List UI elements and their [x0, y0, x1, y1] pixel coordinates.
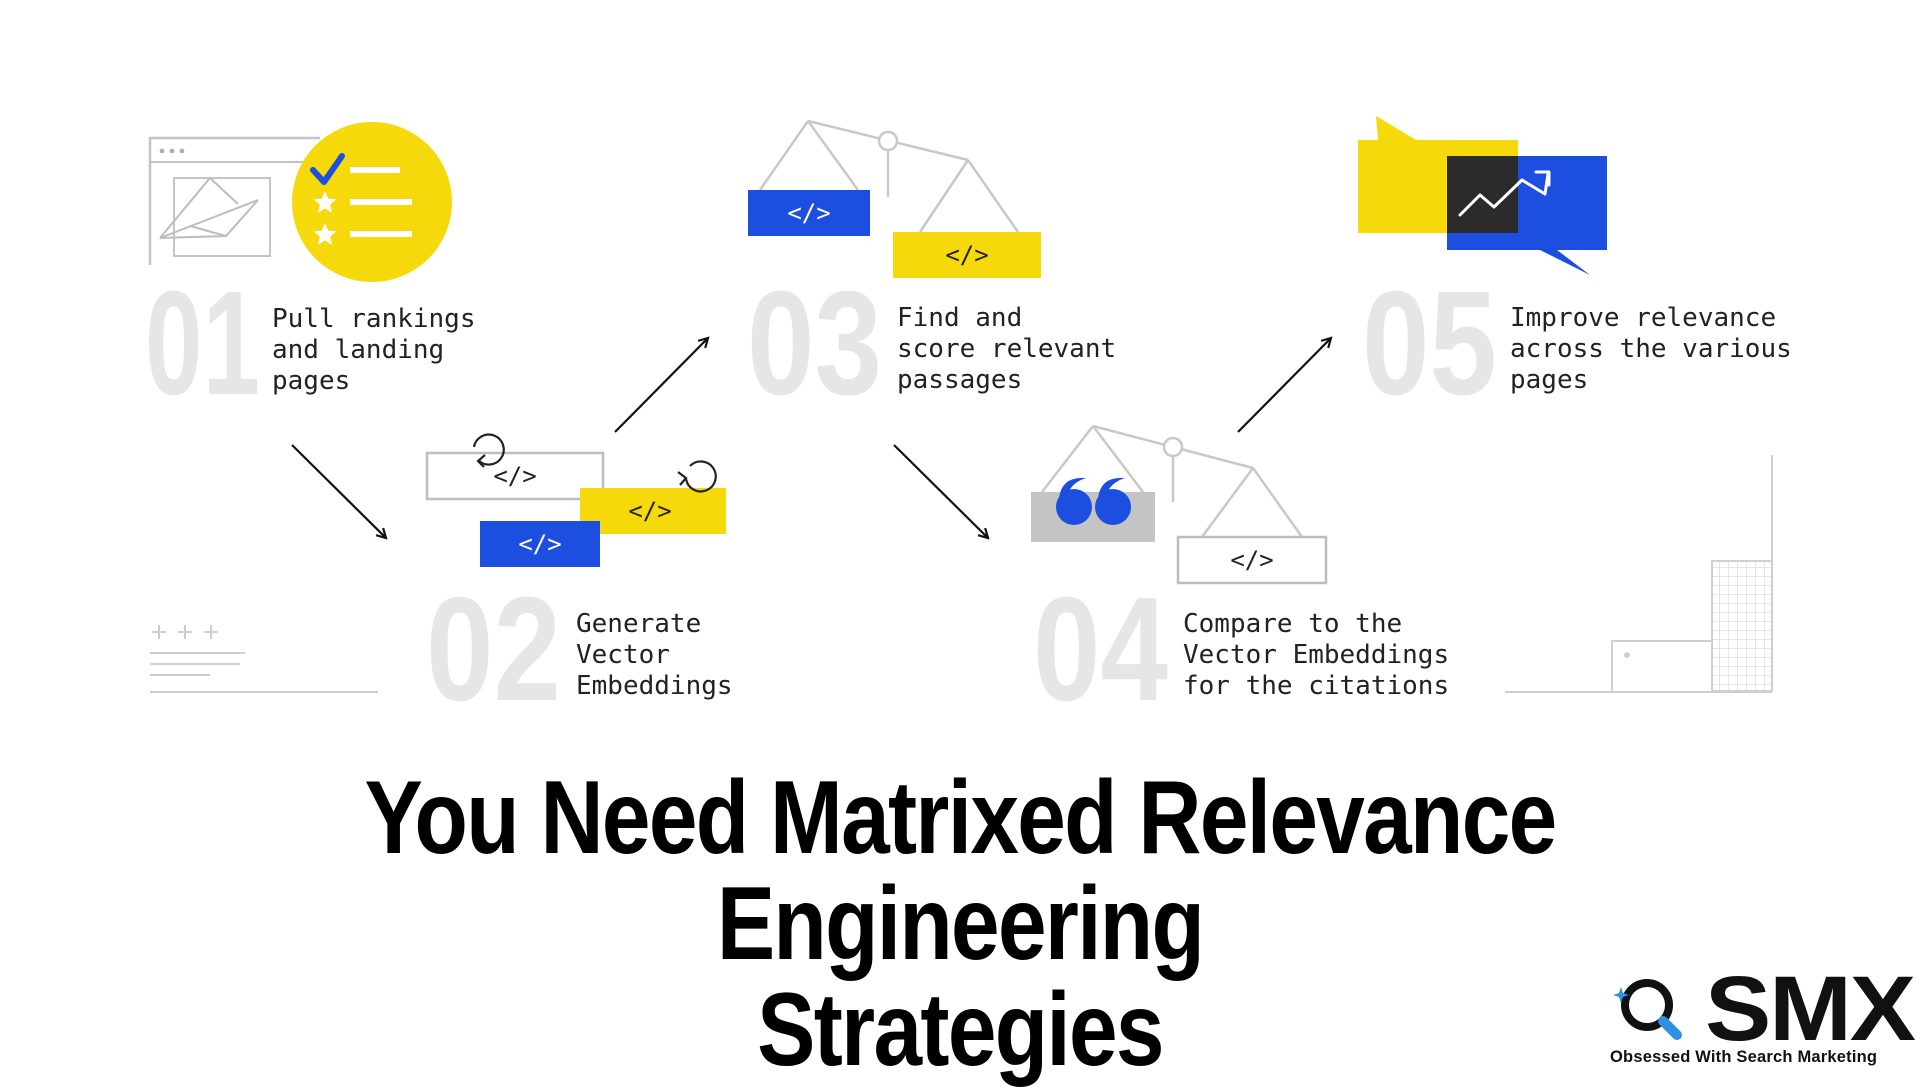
decorative-plus-lines	[150, 625, 378, 693]
svg-text:Vector: Vector	[576, 640, 670, 670]
title-line-2: Strategies	[757, 972, 1164, 1088]
flow-arrow-03-04	[893, 444, 988, 538]
smx-logo: SMX Obsessed With Search Marketing	[1605, 959, 1916, 1073]
check-icon	[310, 153, 345, 185]
flow-arrow-02-03	[614, 338, 708, 433]
svg-text:pages: pages	[272, 366, 350, 396]
svg-text:Compare to the: Compare to the	[1183, 609, 1402, 639]
citation-scale-illustration: </>	[1031, 424, 1328, 585]
decorative-grid-building	[1505, 455, 1773, 693]
flow-arrow-04-05	[1237, 338, 1331, 433]
code-label: </>	[1230, 546, 1273, 574]
svg-text:Embeddings: Embeddings	[576, 671, 733, 701]
code-label: </>	[493, 462, 536, 490]
code-card-blue	[748, 190, 870, 236]
quote-card	[1031, 492, 1155, 542]
embedding-cards-illustration: </> </> </>	[425, 433, 726, 567]
checklist-badge	[292, 122, 452, 282]
process-diagram: 01 02 03 04 05 Pull rankings and landing…	[145, 116, 1792, 732]
paper-plane-icon	[159, 176, 259, 239]
refresh-icon	[677, 460, 717, 493]
code-card-outline	[425, 451, 605, 501]
code-label: </>	[787, 199, 830, 227]
step-03-description: Find and score relevant passages	[897, 303, 1116, 395]
svg-text:Pull rankings: Pull rankings	[272, 304, 476, 334]
step-05-description: Improve relevance across the various pag…	[1510, 303, 1792, 395]
logo-wordmark: SMX	[1705, 958, 1916, 1060]
step-number-02: 02	[426, 567, 561, 732]
code-label: </>	[628, 497, 671, 525]
svg-text:pages: pages	[1510, 365, 1588, 395]
browser-window-illustration	[148, 136, 320, 265]
star-icon	[313, 191, 337, 213]
step-01-description: Pull rankings and landing pages	[272, 304, 476, 396]
svg-text:across the various: across the various	[1510, 334, 1792, 364]
refresh-icon	[472, 433, 505, 468]
svg-text:and landing: and landing	[272, 335, 444, 365]
star-icon	[313, 223, 337, 245]
step-number-03: 03	[747, 261, 882, 426]
trend-up-icon	[1458, 170, 1551, 217]
code-label: </>	[518, 530, 561, 558]
step-04-description: Compare to the Vector Embeddings for the…	[1183, 609, 1449, 701]
quote-icon	[1056, 477, 1131, 525]
chat-trend-illustration	[1358, 116, 1607, 275]
step-02-description: Generate Vector Embeddings	[576, 609, 733, 701]
code-card-yellow	[580, 488, 726, 534]
balance-scale-illustration: </> </>	[748, 119, 1041, 278]
magnifier-icon	[1613, 979, 1682, 1040]
svg-text:Find and: Find and	[897, 303, 1022, 333]
svg-text:Vector Embeddings: Vector Embeddings	[1183, 640, 1449, 670]
svg-text:for the citations: for the citations	[1183, 671, 1449, 701]
svg-text:passages: passages	[897, 365, 1022, 395]
svg-text:Improve relevance: Improve relevance	[1510, 303, 1776, 333]
code-card-blue	[480, 521, 600, 567]
step-number-05: 05	[1362, 261, 1497, 426]
step-number-01: 01	[145, 261, 260, 426]
flow-arrow-01-02	[291, 444, 386, 538]
code-label: </>	[945, 241, 988, 269]
step-number-04: 04	[1033, 567, 1168, 732]
code-card-outline	[1176, 535, 1328, 585]
logo-tagline: Obsessed With Search Marketing	[1610, 1048, 1878, 1066]
svg-text:score relevant: score relevant	[897, 334, 1116, 364]
page-title: You Need Matrixed Relevance Engineering …	[154, 765, 1767, 1083]
title-line-1: You Need Matrixed Relevance Engineering	[364, 760, 1557, 982]
code-card-yellow	[893, 232, 1041, 278]
svg-text:Generate: Generate	[576, 609, 701, 639]
